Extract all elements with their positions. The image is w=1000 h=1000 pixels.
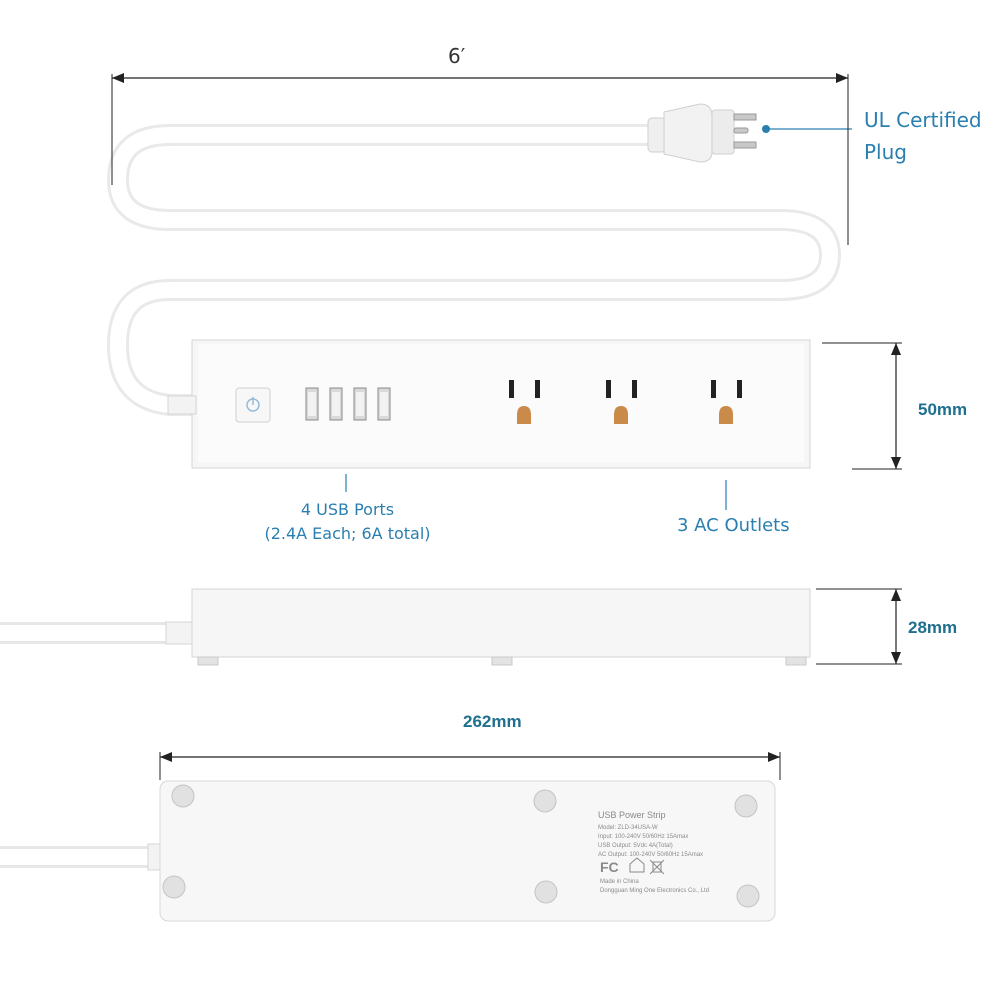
label-input: Input: 100-240V 50/60Hz 15Amax: [598, 834, 688, 840]
usb-ports: [305, 387, 391, 421]
ac-outlet-3: [711, 380, 742, 424]
label-model: Model: ZLD-34USA-W: [598, 825, 658, 831]
strip-bottom-view: [0, 780, 776, 922]
label-plate: USB Power Strip Model: ZLD-34USA-W Input…: [598, 810, 709, 894]
strip-side-view: [0, 588, 811, 666]
label-made-in: Made in China: [600, 879, 639, 885]
label-maker: Dongguan Ming One Electronics Co., Ltd: [600, 888, 709, 894]
rubber-foot: [736, 884, 760, 908]
plug-callout-line2: Plug: [864, 140, 907, 164]
rubber-foot: [533, 789, 557, 813]
label-title: USB Power Strip: [598, 810, 666, 820]
fc-mark: FC: [600, 859, 619, 875]
cable-length-dimension: [111, 73, 849, 245]
weee-bin-icon: [649, 859, 665, 875]
strip-top-view: [167, 339, 811, 469]
ac-outlet-2: [606, 380, 637, 424]
width-dimension: [159, 752, 781, 780]
ac-outlet-1: [509, 380, 540, 424]
usb-callout-line2: (2.4A Each; 6A total): [264, 524, 431, 543]
plug-callout-label: UL Certified Plug: [864, 104, 982, 168]
label-ac-output: AC Output: 100-240V 50/60Hz 15Amax: [598, 852, 703, 858]
height-dimension: [822, 342, 902, 470]
usb-callout-line1: 4 USB Ports: [300, 500, 395, 519]
plug-callout-line1: UL Certified: [864, 108, 982, 132]
rubber-foot: [171, 784, 195, 808]
power-switch: [235, 387, 271, 423]
ac-callout-label: 3 AC Outlets: [677, 515, 790, 536]
rubber-foot: [162, 875, 186, 899]
depth-label: 28mm: [908, 618, 958, 637]
rubber-foot: [534, 880, 558, 904]
depth-dimension: [816, 588, 902, 665]
recycle-icon: [629, 857, 645, 873]
height-label: 50mm: [918, 400, 968, 419]
plug: [647, 103, 757, 163]
cable-length-label: 6′: [448, 44, 466, 68]
rubber-foot: [734, 794, 758, 818]
width-label: 262mm: [463, 712, 522, 731]
label-usb-output: USB Output: 5Vdc 4A(Total): [598, 843, 673, 849]
usb-callout-label: 4 USB Ports (2.4A Each; 6A total): [250, 498, 445, 546]
